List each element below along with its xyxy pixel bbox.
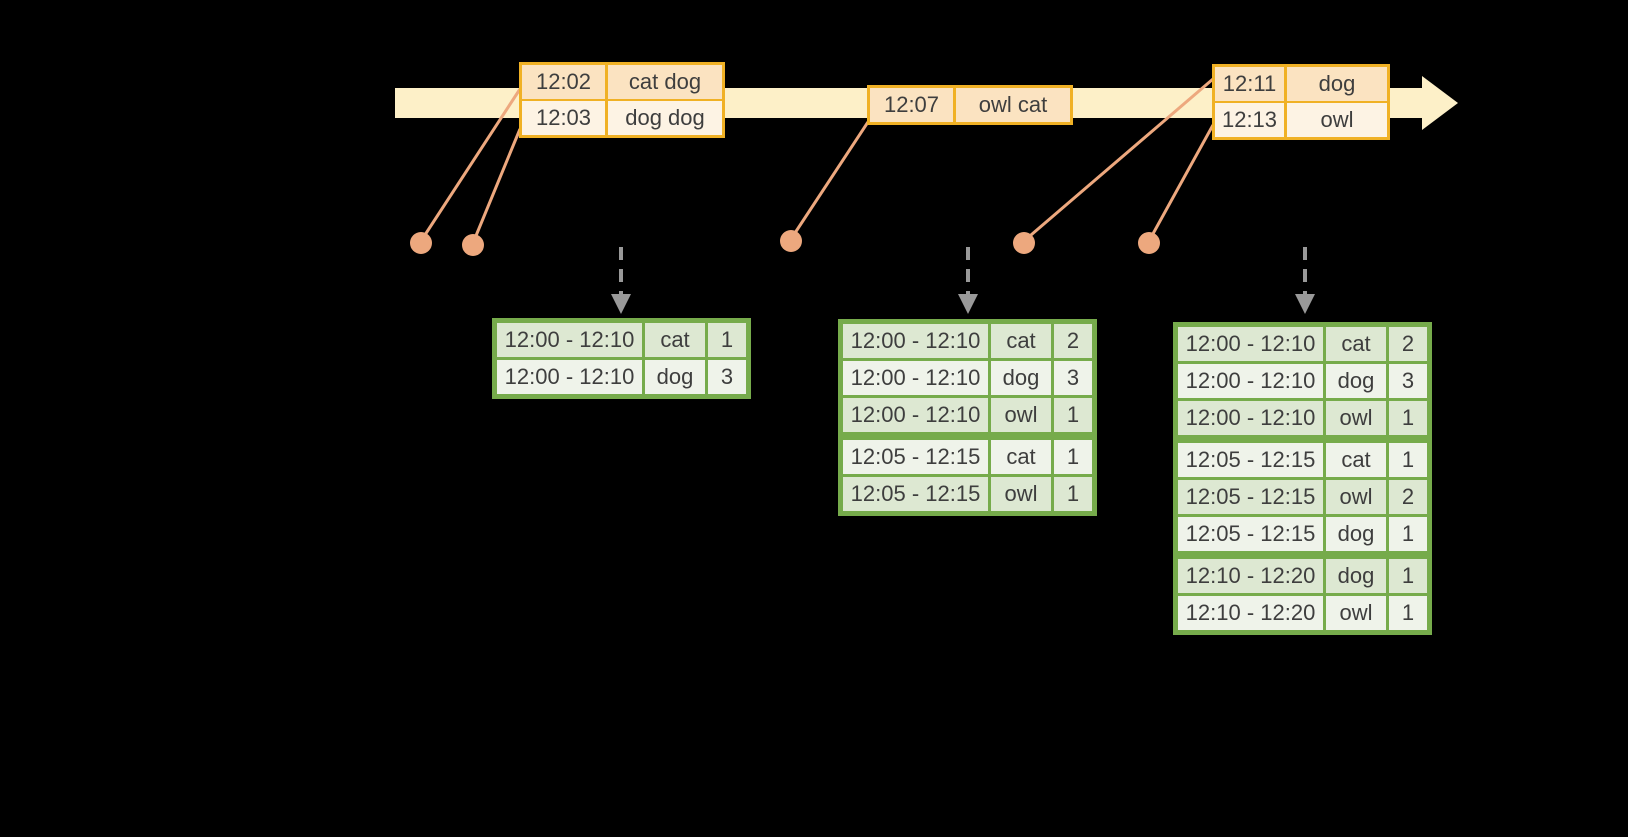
result-row: 12:10 - 12:20 dog 1 — [1178, 559, 1427, 593]
result-row: 12:05 - 12:15 dog 1 — [1178, 517, 1427, 551]
count: 1 — [1054, 477, 1092, 511]
word: owl — [991, 398, 1051, 432]
result-row: 12:00 - 12:10 owl 1 — [1178, 401, 1427, 435]
result-row: 12:00 - 12:10 dog 3 — [497, 360, 746, 394]
window-range: 12:00 - 12:10 — [497, 360, 642, 394]
count: 1 — [708, 323, 746, 357]
word: owl — [991, 477, 1051, 511]
count: 1 — [1054, 440, 1092, 474]
event-dot-icon — [410, 232, 432, 254]
window-range: 12:05 - 12:15 — [1178, 443, 1323, 477]
event-connector-line — [789, 121, 870, 240]
word: cat — [1326, 443, 1386, 477]
timeline-arrowhead-icon — [1422, 76, 1458, 130]
result-row: 12:05 - 12:15 owl 1 — [843, 477, 1092, 511]
window-trigger-arrows — [611, 247, 1315, 314]
result-table-1: 12:00 - 12:10 cat 1 12:00 - 12:10 dog 3 — [492, 318, 751, 399]
result-table-3: 12:00 - 12:10 cat 2 12:00 - 12:10 dog 3 … — [1173, 322, 1432, 635]
result-row: 12:00 - 12:10 cat 1 — [497, 323, 746, 357]
word: cat — [1326, 327, 1386, 361]
result-row: 12:10 - 12:20 owl 1 — [1178, 596, 1427, 630]
word: owl — [1326, 480, 1386, 514]
result-row: 12:00 - 12:10 cat 2 — [1178, 327, 1427, 361]
event-time: 12:02 — [522, 65, 605, 99]
event-dot-icon — [1138, 232, 1160, 254]
event-time: 12:11 — [1215, 67, 1284, 101]
event-connector-lines — [419, 77, 1215, 244]
event-row: 12:03 dog dog — [522, 101, 722, 135]
count: 2 — [1389, 480, 1427, 514]
count: 1 — [1389, 559, 1427, 593]
result-row: 12:00 - 12:10 dog 3 — [843, 361, 1092, 395]
result-row: 12:00 - 12:10 cat 2 — [843, 324, 1092, 358]
window-range: 12:10 - 12:20 — [1178, 559, 1323, 593]
event-words: owl — [1287, 103, 1387, 137]
count: 1 — [1389, 517, 1427, 551]
word: cat — [991, 440, 1051, 474]
event-time: 12:07 — [870, 88, 953, 122]
window-range: 12:05 - 12:15 — [843, 440, 988, 474]
window-range: 12:00 - 12:10 — [497, 323, 642, 357]
count: 3 — [708, 360, 746, 394]
event-words: cat dog — [608, 65, 722, 99]
word: dog — [645, 360, 705, 394]
count: 2 — [1054, 324, 1092, 358]
trigger-arrowhead-icon — [611, 294, 631, 314]
window-range: 12:10 - 12:20 — [1178, 596, 1323, 630]
event-table-2: 12:07 owl cat — [867, 85, 1073, 125]
result-table-2: 12:00 - 12:10 cat 2 12:00 - 12:10 dog 3 … — [838, 319, 1097, 516]
count: 1 — [1389, 596, 1427, 630]
event-time: 12:03 — [522, 101, 605, 135]
event-row: 12:13 owl — [1215, 103, 1387, 137]
word: dog — [1326, 517, 1386, 551]
window-range: 12:00 - 12:10 — [1178, 327, 1323, 361]
result-row: 12:00 - 12:10 dog 3 — [1178, 364, 1427, 398]
window-range: 12:00 - 12:10 — [843, 324, 988, 358]
result-row: 12:05 - 12:15 owl 2 — [1178, 480, 1427, 514]
event-table-1: 12:02 cat dog 12:03 dog dog — [519, 62, 725, 138]
window-range: 12:00 - 12:10 — [1178, 364, 1323, 398]
event-connector-line — [1023, 77, 1214, 243]
word: dog — [991, 361, 1051, 395]
result-row: 12:00 - 12:10 owl 1 — [843, 398, 1092, 432]
result-row: 12:05 - 12:15 cat 1 — [843, 440, 1092, 474]
word: dog — [1326, 364, 1386, 398]
word: dog — [1326, 559, 1386, 593]
count: 1 — [1054, 398, 1092, 432]
event-dot-icon — [1013, 232, 1035, 254]
event-row: 12:02 cat dog — [522, 65, 722, 99]
event-table-3: 12:11 dog 12:13 owl — [1212, 64, 1390, 140]
count: 3 — [1389, 364, 1427, 398]
word: cat — [991, 324, 1051, 358]
event-connector-line — [471, 128, 522, 244]
window-range: 12:05 - 12:15 — [1178, 517, 1323, 551]
trigger-arrowhead-icon — [1295, 294, 1315, 314]
word: owl — [1326, 401, 1386, 435]
count: 3 — [1054, 361, 1092, 395]
event-dot-icon — [780, 230, 802, 252]
window-range: 12:05 - 12:15 — [1178, 480, 1323, 514]
event-row: 12:11 dog — [1215, 67, 1387, 101]
word: owl — [1326, 596, 1386, 630]
trigger-arrowhead-icon — [958, 294, 978, 314]
event-time: 12:13 — [1215, 103, 1284, 137]
count: 2 — [1389, 327, 1427, 361]
event-words: dog dog — [608, 101, 722, 135]
event-connector-line — [1147, 124, 1215, 242]
event-row: 12:07 owl cat — [870, 88, 1070, 122]
event-dots — [410, 230, 1160, 256]
word: cat — [645, 323, 705, 357]
event-dot-icon — [462, 234, 484, 256]
result-row: 12:05 - 12:15 cat 1 — [1178, 443, 1427, 477]
count: 1 — [1389, 443, 1427, 477]
count: 1 — [1389, 401, 1427, 435]
event-connector-line — [419, 88, 522, 242]
event-words: dog — [1287, 67, 1387, 101]
window-range: 12:00 - 12:10 — [843, 361, 988, 395]
window-range: 12:00 - 12:10 — [1178, 401, 1323, 435]
event-words: owl cat — [956, 88, 1070, 122]
window-range: 12:05 - 12:15 — [843, 477, 988, 511]
window-range: 12:00 - 12:10 — [843, 398, 988, 432]
